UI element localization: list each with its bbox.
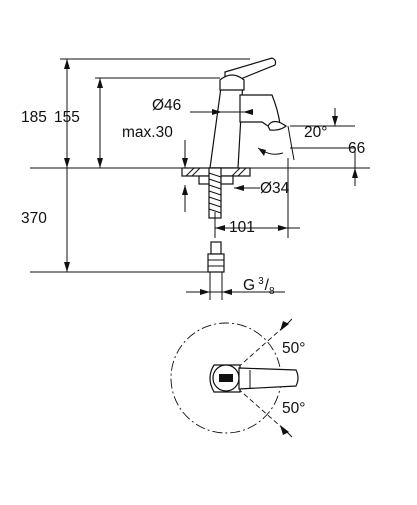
label-spout-height: 155 — [54, 109, 80, 126]
label-swivel-angle-top: 50° — [282, 340, 305, 357]
extension-lines — [30, 58, 370, 273]
angle-20-indicator — [257, 125, 295, 161]
diameter-34-leader — [234, 185, 260, 191]
dimension-66-line — [332, 108, 358, 186]
label-max-thickness: max.30 — [122, 124, 173, 141]
diameter-46-leader — [190, 109, 253, 115]
dimension-370-line — [64, 168, 70, 272]
dimension-155-line — [97, 78, 103, 168]
thread-leader — [186, 289, 285, 295]
flexible-hose — [207, 241, 225, 300]
label-spout-projection: 101 — [229, 219, 255, 236]
label-hole-diameter: Ø34 — [260, 180, 290, 197]
dimension-max30-line — [182, 140, 188, 212]
label-total-height: 185 — [21, 109, 47, 126]
label-body-diameter: Ø46 — [152, 97, 181, 114]
top-view — [170, 318, 299, 438]
label-swivel-angle-bottom: 50° — [282, 400, 305, 417]
dimension-101-line — [214, 158, 300, 238]
label-spout-angle: 20° — [304, 124, 327, 141]
dimension-185-line — [64, 59, 70, 168]
label-thread-prefix: G — [243, 277, 255, 294]
threaded-rod — [208, 167, 222, 219]
label-hose-length: 370 — [21, 210, 47, 227]
label-thread-denominator: 8 — [269, 286, 275, 297]
label-spout-reach: 66 — [348, 140, 365, 157]
label-thread-numerator: 3 — [258, 276, 264, 287]
